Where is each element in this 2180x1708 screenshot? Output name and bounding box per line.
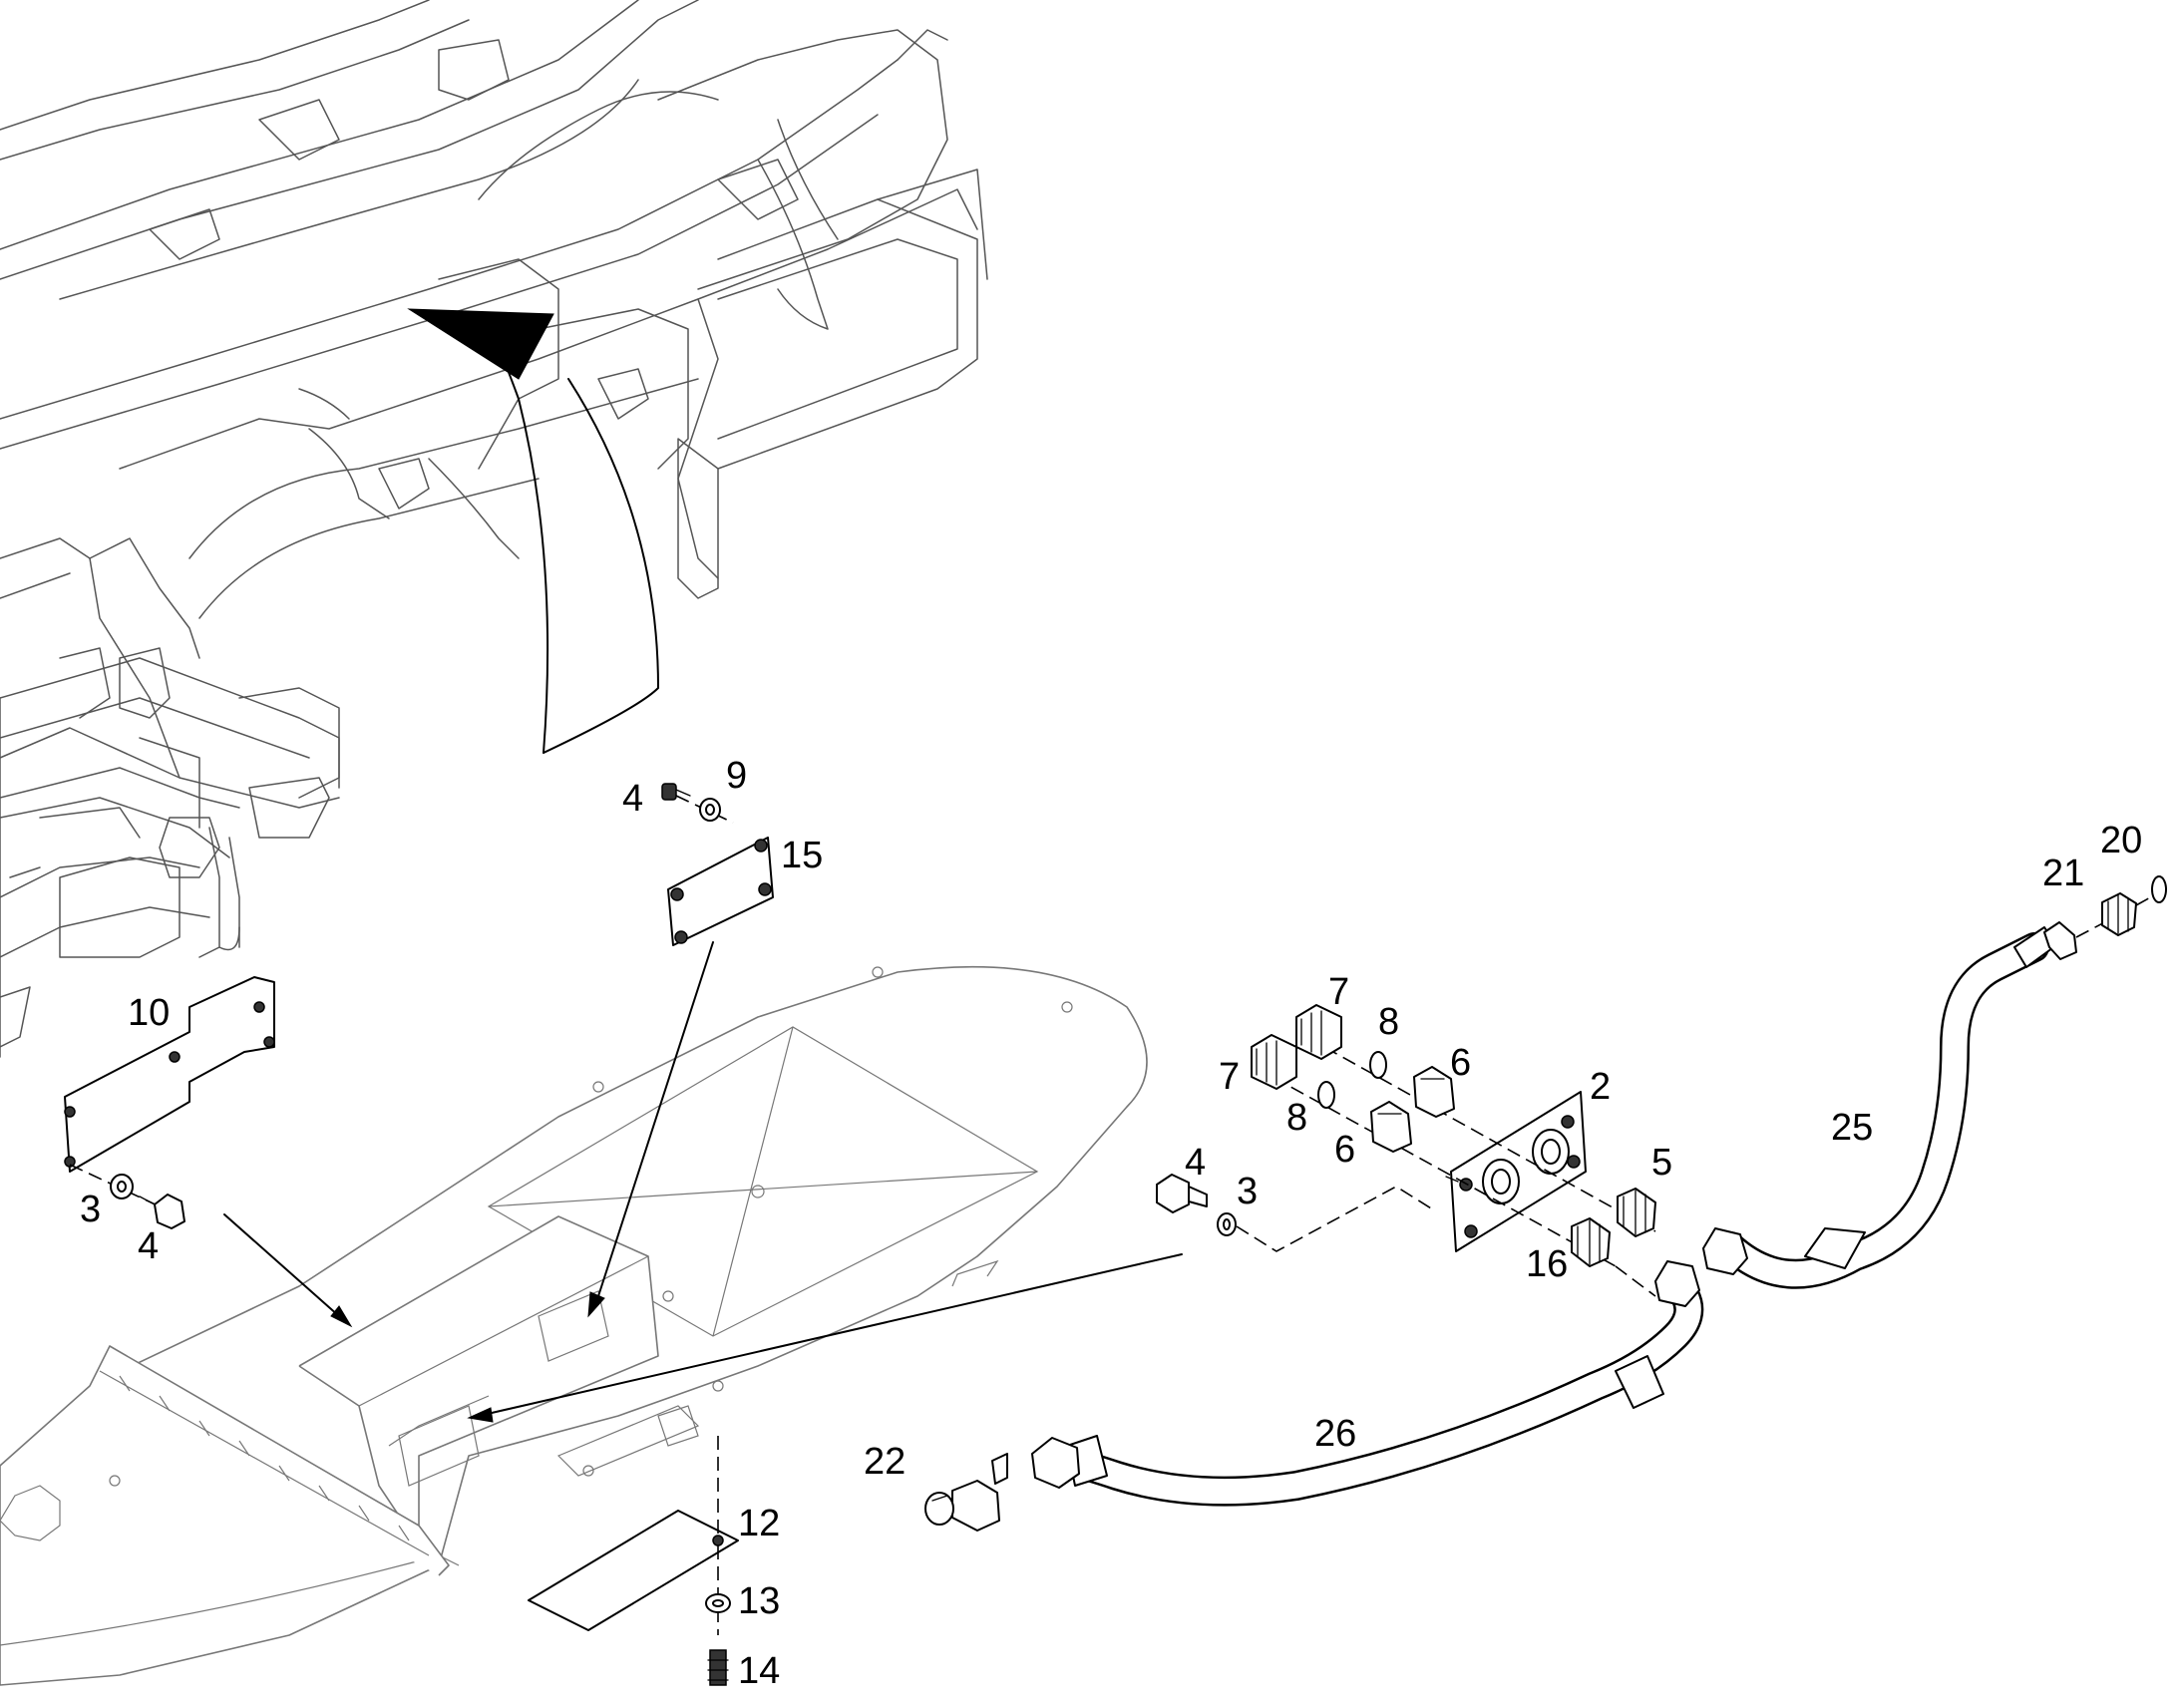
location-arrow <box>407 308 659 754</box>
adapter-22 <box>924 1480 1000 1532</box>
belly-pan <box>0 965 1148 1686</box>
callout-4: 4 <box>1185 1142 1206 1184</box>
callout-3: 3 <box>80 1189 101 1230</box>
adapter-6-lower <box>1370 1101 1412 1153</box>
callout-4: 4 <box>622 778 643 820</box>
bolt-4-top <box>661 783 691 801</box>
chassis-frame <box>0 0 988 1058</box>
callout-5: 5 <box>1651 1142 1672 1184</box>
fitting-7-lower <box>1251 1034 1297 1090</box>
callout-25: 25 <box>1831 1107 1873 1149</box>
callout-9: 9 <box>726 755 747 797</box>
arrow-to-box <box>478 1253 1183 1417</box>
callout-12: 12 <box>738 1503 780 1544</box>
o-ring-8-upper <box>1369 1051 1387 1079</box>
callout-16: 16 <box>1526 1243 1568 1285</box>
callout-21: 21 <box>2042 853 2084 894</box>
washer-3-left <box>110 1174 134 1199</box>
fitting-5 <box>1617 1188 1656 1237</box>
callout-7: 7 <box>1328 971 1349 1013</box>
cover-plate-12 <box>528 1436 739 1686</box>
hose-26 <box>991 1260 1704 1507</box>
fitting-16 <box>1571 1217 1611 1267</box>
callout-15: 15 <box>781 835 823 876</box>
cover-plate-15 <box>587 783 774 1318</box>
callout-22: 22 <box>864 1441 906 1483</box>
callout-10: 10 <box>128 992 170 1034</box>
bolt-4-left <box>139 1194 185 1229</box>
o-ring-8-lower <box>1317 1081 1335 1109</box>
washer-9 <box>699 798 721 822</box>
callout-20: 20 <box>2100 820 2142 861</box>
callout-8: 8 <box>1286 1097 1307 1139</box>
callout-6: 6 <box>1450 1042 1471 1084</box>
callout-6: 6 <box>1334 1129 1355 1171</box>
adapter-6-upper <box>1413 1066 1455 1118</box>
callout-14: 14 <box>738 1650 780 1692</box>
callout-26: 26 <box>1314 1413 1356 1455</box>
bolt-14 <box>707 1649 729 1686</box>
o-ring-20 <box>2151 875 2167 903</box>
callout-8: 8 <box>1378 1001 1399 1043</box>
callout-labels: 4 9 15 10 3 4 7 8 7 6 8 6 2 4 3 5 16 21 … <box>80 755 2142 1692</box>
callout-4: 4 <box>138 1225 159 1267</box>
bolt-4-right <box>1156 1174 1208 1213</box>
adapter-21 <box>2101 892 2137 936</box>
bracket-10 <box>64 976 353 1328</box>
callout-2: 2 <box>1590 1066 1611 1108</box>
callout-7: 7 <box>1219 1056 1240 1098</box>
washer-3-right <box>1217 1212 1237 1236</box>
bulkhead-plate-2 <box>1445 1091 1587 1252</box>
callout-3: 3 <box>1237 1171 1258 1212</box>
hose-25 <box>1702 921 2077 1289</box>
callout-13: 13 <box>738 1580 780 1622</box>
fitting-7-upper <box>1295 1004 1342 1060</box>
washer-13 <box>705 1593 731 1613</box>
